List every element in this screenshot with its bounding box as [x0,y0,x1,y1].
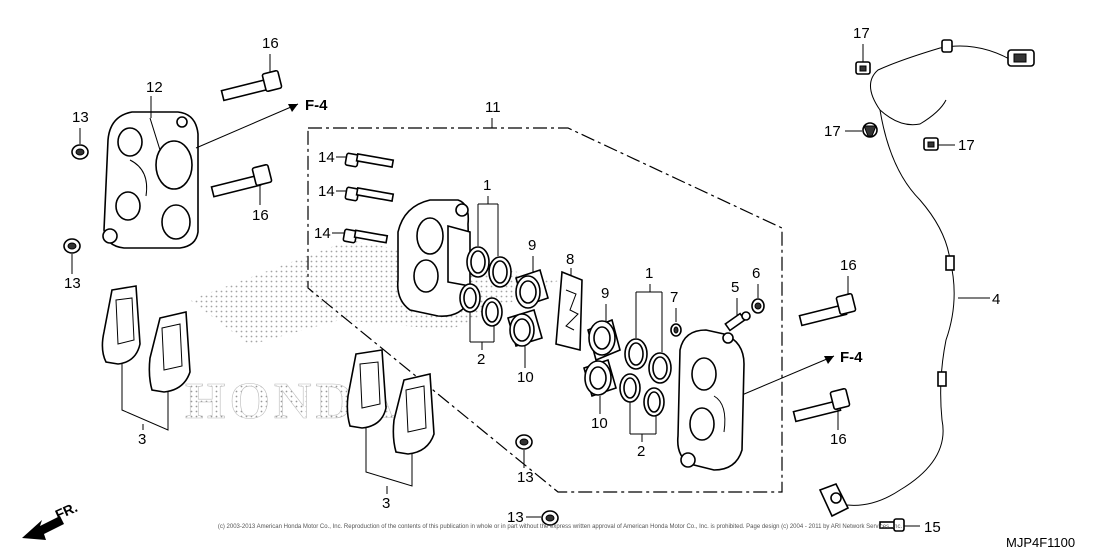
ref-f4-top: F-4 [305,97,328,114]
piston-9-left [515,268,549,309]
label-14-c: 14 [314,225,331,242]
label-15: 15 [924,519,941,536]
piston-10-right [583,358,617,398]
clip-17-right [923,137,939,151]
label-4: 4 [992,291,1000,308]
leader-2-left [469,312,495,350]
leader-2-right [629,402,657,442]
leader-f4-top [195,103,299,149]
label-10-right: 10 [591,415,608,432]
leader-3-center [365,428,413,494]
label-5: 5 [731,279,739,296]
label-9-left: 9 [528,237,536,254]
label-9-right: 9 [601,285,609,302]
piston-9-right [587,318,621,362]
label-16-top: 16 [262,35,279,52]
label-13-a: 13 [72,109,89,126]
cap-13-a [71,144,89,160]
seal-1-left [466,246,512,288]
bolt-16-middle [210,163,273,198]
cap-7 [670,323,682,337]
bolt-14-a [344,152,395,168]
bolt-14-c [342,228,389,244]
label-16-right-top: 16 [840,257,857,274]
label-17-top: 17 [853,25,870,42]
label-13-c: 13 [517,469,534,486]
leader-f4-right [729,355,835,401]
label-8: 8 [566,251,574,268]
label-6: 6 [752,265,760,282]
bolt-15 [879,518,905,532]
label-14-b: 14 [318,183,335,200]
label-17-middle: 17 [824,123,841,140]
label-1-right: 1 [645,265,653,282]
label-16-middle: 16 [252,207,269,224]
bolt-14-b [344,186,395,202]
clip-17-middle [862,122,878,138]
brake-pad-3-center [346,349,435,455]
cap-13-d [541,510,559,526]
seal-1-right [624,338,672,384]
bolt-16-right-bottom [792,387,851,423]
caliper-outer-half [676,329,745,471]
brake-pad-3-left [101,285,191,393]
bolt-16-right-top [798,292,857,327]
bleeder-5 [724,311,751,332]
label-10-left: 10 [517,369,534,386]
arrow-f4-right [824,356,834,364]
label-13-b: 13 [64,275,81,292]
caliper-assembly-frame [307,127,783,493]
leader-1-left [477,196,499,256]
bolt-16-top [220,69,283,102]
label-1-left: 1 [483,177,491,194]
diagram-code: MJP4F1100 [1006,535,1075,550]
ref-f4-right: F-4 [840,349,863,366]
label-7: 7 [670,289,678,306]
copyright-notice: (c) 2003-2013 American Honda Motor Co., … [218,524,903,530]
label-2-right: 2 [637,443,645,460]
leader-3-left [121,364,169,431]
label-14-a: 14 [318,149,335,166]
spring-8 [555,270,583,352]
caliper-left [102,111,199,249]
cap-13-c [515,434,533,450]
label-3-left: 3 [138,431,146,448]
label-16-right-bottom: 16 [830,431,847,448]
seal-2-right [619,373,665,417]
label-17-right: 17 [958,137,975,154]
piston-10-left [507,308,543,348]
clip-17-top [855,61,871,75]
leader-1-right [635,284,663,352]
label-11: 11 [485,99,501,116]
cap-6 [751,298,765,314]
label-12: 12 [146,79,163,96]
front-direction-arrow: FR. [22,499,80,540]
sensor-wire-4 [818,39,1035,518]
caliper-inner-half [396,199,471,317]
label-13-d: 13 [507,509,524,526]
cap-13-b [63,238,81,254]
front-direction-label: FR. [53,499,80,523]
label-3-center: 3 [382,495,390,512]
arrow-f4-top [288,104,298,112]
label-2-left: 2 [477,351,485,368]
